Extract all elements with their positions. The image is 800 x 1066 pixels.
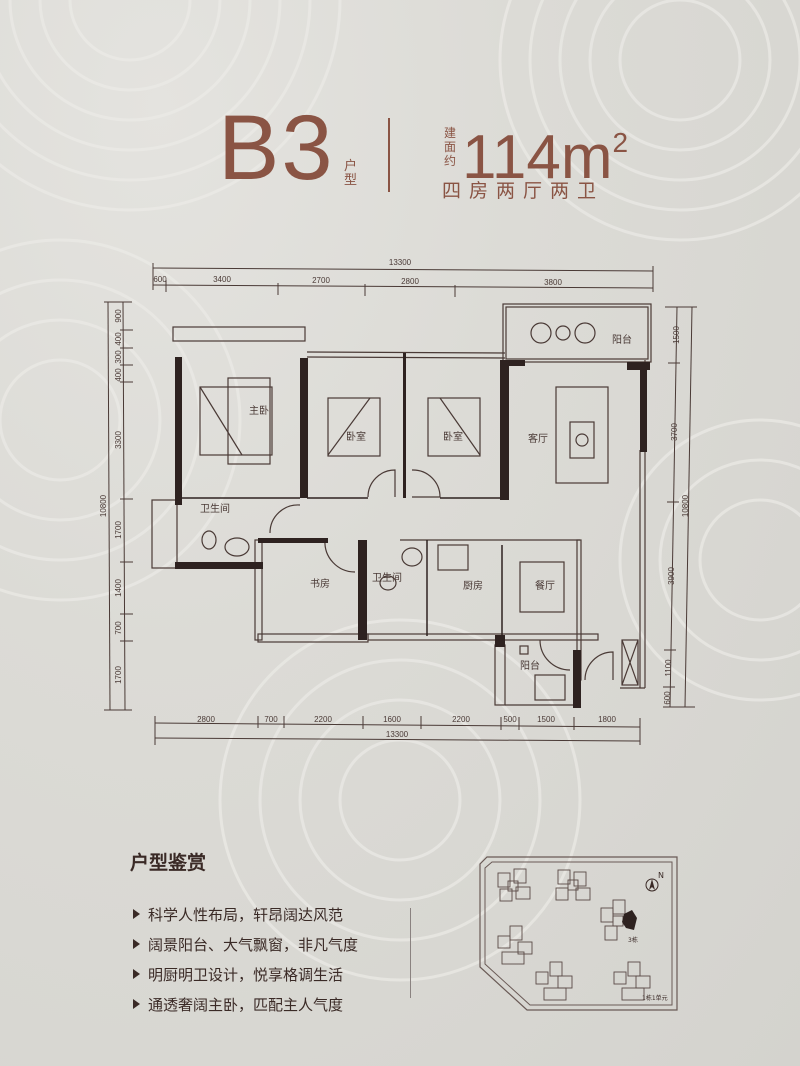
dim-right: 10800 1500 3700 3900 1100 600 — [663, 326, 690, 705]
area-number: 114m — [462, 123, 613, 192]
dim-bottom-seg: 1600 — [383, 715, 401, 724]
unit-type-code: B3 — [218, 97, 335, 199]
dim-bottom-seg: 2200 — [314, 715, 332, 724]
area-prefix: 建面约 — [444, 126, 457, 168]
dim-left-seg: 400 — [114, 368, 123, 382]
room-master-bath: 卫生间 — [200, 502, 230, 515]
triangle-bullet-icon — [133, 909, 140, 919]
triangle-bullet-icon — [133, 939, 140, 949]
room-labels: 主卧 卧室 卧室 客厅 阳台 卫生间 书房 卫生间 厨房 餐厅 阳台 — [200, 333, 632, 672]
room-balcony-bottom: 阳台 — [520, 659, 540, 672]
unit-type-suffix: 户型 — [344, 159, 358, 188]
dim-top-seg: 2700 — [312, 276, 330, 285]
room-dining: 餐厅 — [535, 579, 555, 592]
dim-left-seg: 400 — [114, 332, 123, 346]
building-clusters — [497, 868, 651, 1001]
feature-item: 阔景阳台、大气飘窗，非凡气度 — [133, 934, 358, 955]
feature-divider — [410, 908, 411, 998]
dim-left-seg: 900 — [114, 309, 123, 323]
area-unit-sup: 2 — [612, 127, 629, 158]
dim-left: 10800 900 400 300 400 3300 1700 1400 700… — [99, 309, 123, 684]
dim-left-seg: 700 — [114, 621, 123, 635]
dim-top-seg: 600 — [153, 275, 167, 284]
triangle-bullet-icon — [133, 969, 140, 979]
dim-right-seg: 3700 — [670, 423, 679, 441]
area-value: 114m2 — [462, 112, 628, 189]
dim-left-seg: 1700 — [114, 666, 123, 684]
dim-left-seg: 1400 — [114, 579, 123, 597]
dim-left-total: 10800 — [99, 494, 108, 517]
dim-bottom-seg: 1800 — [598, 715, 616, 724]
feature-item: 明厨明卫设计，悦享格调生活 — [133, 964, 343, 985]
feature-text: 通透奢阔主卧，匹配主人气度 — [148, 996, 344, 1014]
dim-bottom-seg: 1500 — [537, 715, 555, 724]
site-map: N 3栋 1栋1单元 — [479, 856, 678, 1011]
highlighted-building — [622, 910, 637, 930]
appreciation-title: 户型鉴赏 — [130, 852, 207, 874]
room-balcony-top: 阳台 — [612, 333, 632, 346]
room-bath-2: 卫生间 — [372, 571, 402, 584]
room-living: 客厅 — [528, 432, 548, 445]
dim-left-seg: 300 — [114, 350, 123, 364]
dim-top-total: 13300 — [389, 258, 412, 267]
thin-walls — [151, 303, 652, 706]
room-bedroom-1: 卧室 — [346, 430, 366, 443]
feature-text: 阔景阳台、大气飘窗，非凡气度 — [148, 936, 359, 954]
dim-right-total: 10800 — [681, 494, 690, 517]
dim-top-seg: 2800 — [401, 277, 419, 286]
dim-bottom-seg: 2800 — [197, 715, 215, 724]
layout-description: 四房两厅两卫 — [442, 180, 605, 202]
dim-bottom-total: 13300 — [386, 730, 409, 739]
room-bedroom-2: 卧室 — [443, 430, 463, 443]
structural-walls — [175, 353, 650, 708]
dim-left-seg: 1700 — [114, 521, 123, 539]
room-study: 书房 — [310, 577, 330, 590]
triangle-bullet-icon — [133, 999, 140, 1009]
room-kitchen: 厨房 — [463, 579, 483, 592]
dim-right-seg: 600 — [663, 691, 672, 705]
floor-plan: 13300 600 3400 2700 2800 3800 2800 700 2… — [99, 258, 697, 745]
dim-left-seg: 3300 — [114, 431, 123, 449]
dim-bottom-seg: 2200 — [452, 715, 470, 724]
feature-text: 明厨明卫设计，悦享格调生活 — [148, 966, 344, 984]
dim-bottom-seg: 500 — [503, 715, 517, 724]
header-divider — [388, 118, 390, 192]
dim-right-seg: 1500 — [672, 326, 681, 344]
dim-right-seg: 3900 — [667, 567, 676, 585]
north-label: N — [658, 871, 664, 880]
dim-right-seg: 1100 — [664, 659, 673, 677]
dim-top-seg: 3800 — [544, 278, 562, 287]
room-master-bedroom: 主卧 — [249, 404, 269, 417]
feature-text: 科学人性布局，轩昂阔达风范 — [148, 906, 344, 924]
feature-item: 科学人性布局，轩昂阔达风范 — [133, 904, 343, 925]
feature-item: 通透奢阔主卧，匹配主人气度 — [133, 994, 343, 1015]
unit-label: 1栋1单元 — [642, 994, 668, 1002]
building-label: 3栋 — [628, 936, 638, 944]
dim-bottom-seg: 700 — [264, 715, 278, 724]
dim-top-seg: 3400 — [213, 275, 231, 284]
